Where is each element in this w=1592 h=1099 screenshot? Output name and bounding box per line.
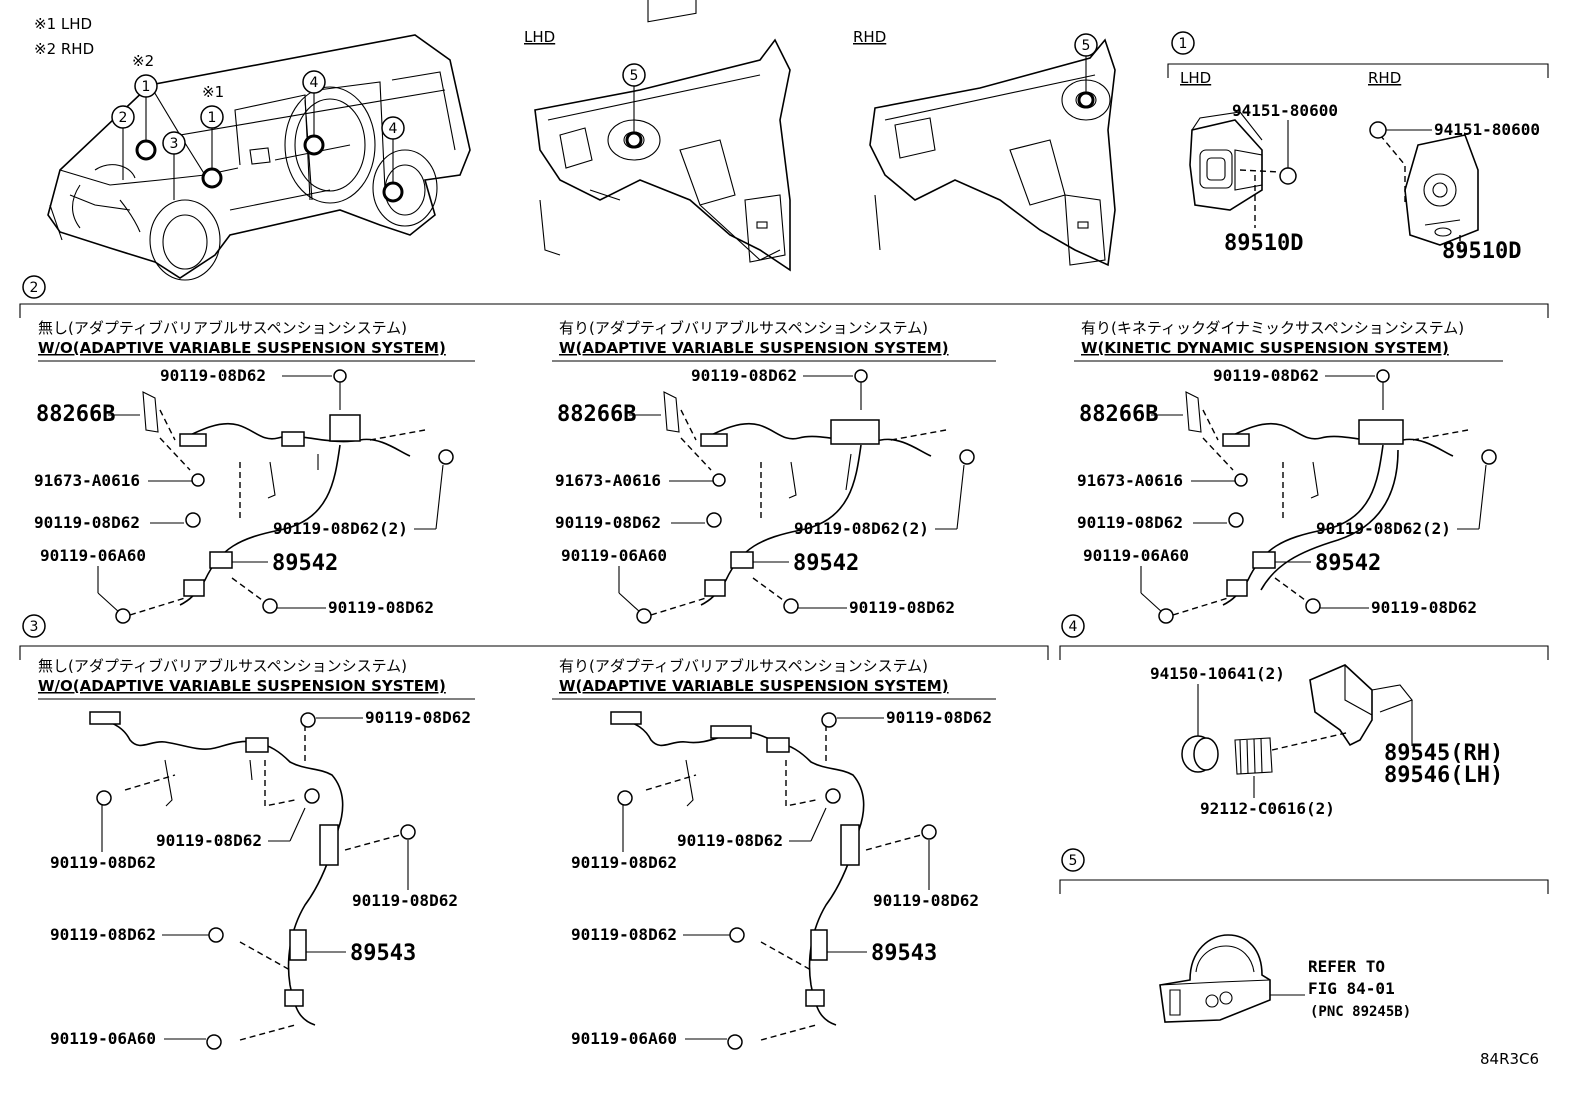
grommet-label: 92112-C0616(2) [1200,799,1335,818]
svg-text:W/O(ADAPTIVE VARIABLE SUSPENSI: W/O(ADAPTIVE VARIABLE SUSPENSION SYSTEM) [38,677,446,695]
bolt-e-label: 90119-08D62 [1371,598,1477,617]
section-3: 3 [19,614,1049,660]
bolt-b-label: 90119-08D62 [1077,513,1183,532]
refer-line-1: REFER TO [1308,957,1385,976]
svg-text:5: 5 [630,68,639,84]
view-label-rhd: RHD [853,28,886,46]
part-lh-label: 89546(LH) [1384,763,1503,788]
bolt-d-label: 90119-06A60 [561,546,667,565]
svg-text:無し(アダプティブバリアブルサスペンションシステム): 無し(アダプティブバリアブルサスペンションシステム) [38,657,407,675]
section1-lhd-bolt-label: 94151-80600 [1232,101,1338,120]
section1-rhd-bolt-label: 94151-80600 [1434,120,1540,139]
bolt-mid-label: 90119-08D62 [156,831,262,850]
bolt-e-label: 90119-08D62 [328,598,434,617]
bolt-e-label: 90119-08D62 [849,598,955,617]
svg-text:5: 5 [1082,38,1091,54]
sensor-label: 89543 [871,941,937,966]
sensor-label: 89542 [1315,551,1381,576]
svg-text:4: 4 [1069,619,1078,635]
sensor-label: 89542 [793,551,859,576]
svg-text:2: 2 [30,280,39,296]
svg-text:4: 4 [389,121,398,137]
dashboard-lhd [534,0,791,272]
bolt-a-label: 91673-A0616 [555,471,661,490]
section-1: 1 LHD RHD 94151-80600 89510D 94151-80600… [1167,31,1549,264]
view-label-lhd: LHD [524,28,555,46]
bolt-bottom-label: 90119-06A60 [50,1029,156,1048]
refer-line-2: FIG 84-01 [1308,979,1395,998]
bolt-top-label: 90119-08D62 [160,366,266,385]
legend-note-lhd: ※1 LHD [34,15,92,33]
bolt-c-label: 90119-08D62(2) [273,519,408,538]
bolt-a-label: 91673-A0616 [34,471,140,490]
mark-lhd: ※1 [202,83,224,101]
bolt-top-label: 90119-08D62 [886,708,992,727]
bolt-top-label: 90119-08D62 [691,366,797,385]
svg-text:1: 1 [142,79,151,95]
bolt-mid-label: 90119-08D62 [677,831,783,850]
bolt-c-label: 90119-08D62(2) [794,519,929,538]
figure-code: 84R3C6 [1480,1050,1539,1068]
bolt-top-label: 90119-08D62 [365,708,471,727]
svg-text:3: 3 [170,136,179,152]
svg-text:W(KINETIC DYNAMIC SUSPENSION S: W(KINETIC DYNAMIC SUSPENSION SYSTEM) [1081,339,1449,357]
svg-text:無し(アダプティブバリアブルサスペンションシステム): 無し(アダプティブバリアブルサスペンションシステム) [38,319,407,337]
legend-note-rhd: ※2 RHD [34,40,94,58]
section2-panel-w-kdss: 有り(キネティックダイナミックサスペンションシステム) W(KINETIC DY… [1074,319,1503,624]
bolt-right-label: 90119-08D62 [352,891,458,910]
svg-text:1: 1 [1179,36,1188,52]
mark-rhd: ※2 [132,52,154,70]
part-rh-label: 89545(RH) [1384,741,1503,766]
svg-text:有り(アダプティブバリアブルサスペンションシステム): 有り(アダプティブバリアブルサスペンションシステム) [559,319,928,337]
bolt-b-label: 90119-08D62 [555,513,661,532]
bolt-d-label: 90119-06A60 [1083,546,1189,565]
bolt-low-label: 90119-08D62 [50,925,156,944]
clip-label: 94150-10641(2) [1150,664,1285,683]
bolt-d-label: 90119-06A60 [40,546,146,565]
bolt-left-label: 90119-08D62 [571,853,677,872]
section1-rhd-part-label: 89510D [1442,239,1521,264]
section2-panel-wo-avs: 無し(アダプティブバリアブルサスペンションシステム) W/O(ADAPTIVE … [34,319,475,624]
bolt-left-label: 90119-08D62 [50,853,156,872]
svg-text:5: 5 [1069,853,1078,869]
svg-text:W/O(ADAPTIVE VARIABLE SUSPENSI: W/O(ADAPTIVE VARIABLE SUSPENSION SYSTEM) [38,339,446,357]
bracket-label: 88266B [1079,402,1158,427]
svg-text:有り(キネティックダイナミックサスペンションシステム): 有り(キネティックダイナミックサスペンションシステム) [1081,319,1464,337]
section1-rhd-label: RHD [1368,69,1401,87]
bolt-top-label: 90119-08D62 [1213,366,1319,385]
section-5: 5 REFER TO FIG 84-01 (PNC 89245B) [1059,848,1549,1023]
section-2: 2 [19,275,1549,318]
bracket-label: 88266B [36,402,115,427]
bracket-label: 88266B [557,402,636,427]
bolt-b-label: 90119-08D62 [34,513,140,532]
svg-text:2: 2 [119,110,128,126]
svg-text:4: 4 [310,75,319,91]
svg-text:W(ADAPTIVE VARIABLE SUSPENSION: W(ADAPTIVE VARIABLE SUSPENSION SYSTEM) [559,677,949,695]
vehicle-illustration [47,34,471,281]
refer-line-3: (PNC 89245B) [1310,1004,1411,1020]
bolt-a-label: 91673-A0616 [1077,471,1183,490]
section2-panel-w-avs: 有り(アダプティブバリアブルサスペンションシステム) W(ADAPTIVE VA… [552,319,996,624]
sensor-label: 89542 [272,551,338,576]
section1-lhd-label: LHD [1180,69,1211,87]
vehicle-callouts: 1 ※2 2 3 ※1 1 4 4 [111,52,405,203]
bolt-low-label: 90119-08D62 [571,925,677,944]
section-4: 4 94150-10641(2) 92112-C0616(2) 89545(RH… [1059,614,1549,818]
svg-text:1: 1 [208,110,217,126]
svg-text:W(ADAPTIVE VARIABLE SUSPENSION: W(ADAPTIVE VARIABLE SUSPENSION SYSTEM) [559,339,949,357]
section1-lhd-part-label: 89510D [1224,231,1303,256]
bolt-bottom-label: 90119-06A60 [571,1029,677,1048]
section3-panel-w-avs: 有り(アダプティブバリアブルサスペンションシステム) W(ADAPTIVE VA… [552,657,996,1050]
svg-text:有り(アダプティブバリアブルサスペンションシステム): 有り(アダプティブバリアブルサスペンションシステム) [559,657,928,675]
bolt-right-label: 90119-08D62 [873,891,979,910]
section3-panel-wo-avs: 無し(アダプティブバリアブルサスペンションシステム) W/O(ADAPTIVE … [38,657,475,1050]
svg-text:3: 3 [30,619,39,635]
sensor-label: 89543 [350,941,416,966]
bolt-c-label: 90119-08D62(2) [1316,519,1451,538]
